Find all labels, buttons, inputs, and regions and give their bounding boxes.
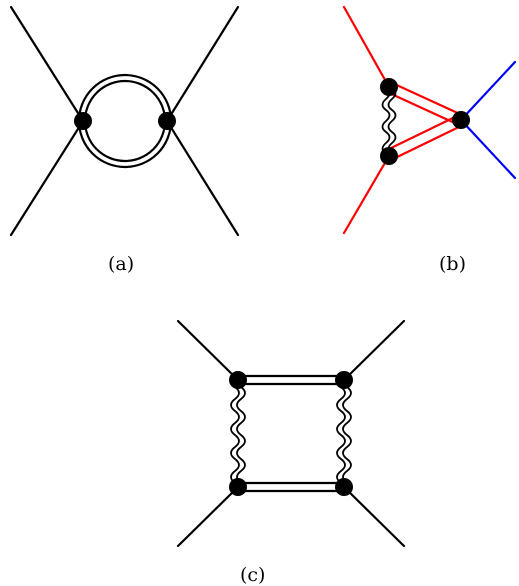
caption-a: (a) bbox=[108, 253, 135, 275]
external-line bbox=[342, 485, 406, 548]
vertex bbox=[452, 111, 470, 129]
external-line bbox=[342, 319, 406, 382]
double-propagator-red bbox=[385, 113, 465, 162]
caption-b: (b) bbox=[439, 253, 466, 275]
external-line-red bbox=[342, 5, 391, 89]
external-line bbox=[9, 5, 85, 123]
diagram-b bbox=[342, 5, 517, 235]
external-line bbox=[165, 5, 240, 123]
wavy-double-line bbox=[381, 87, 397, 155]
external-line bbox=[9, 119, 85, 237]
double-propagator-red bbox=[385, 80, 464, 127]
wavy-double-line bbox=[230, 386, 246, 484]
loop-inner bbox=[83, 79, 167, 163]
vertex bbox=[335, 371, 353, 389]
vertex bbox=[74, 112, 92, 130]
diagram-a bbox=[9, 5, 240, 237]
vertex bbox=[229, 478, 247, 496]
vertex bbox=[335, 478, 353, 496]
vertex bbox=[380, 147, 398, 165]
loop-outer bbox=[77, 73, 173, 169]
caption-c: (c) bbox=[240, 564, 266, 586]
external-line bbox=[176, 319, 240, 382]
external-line bbox=[165, 119, 240, 237]
double-propagator bbox=[236, 374, 346, 386]
double-propagator bbox=[236, 481, 346, 493]
vertex bbox=[229, 371, 247, 389]
vertex bbox=[158, 112, 176, 130]
external-line-blue bbox=[459, 118, 517, 180]
external-line-blue bbox=[459, 60, 517, 122]
external-line-red bbox=[342, 154, 391, 235]
vertex bbox=[380, 78, 398, 96]
diagram-c bbox=[176, 319, 406, 548]
wavy-double-line bbox=[336, 386, 352, 484]
external-line bbox=[176, 485, 240, 548]
